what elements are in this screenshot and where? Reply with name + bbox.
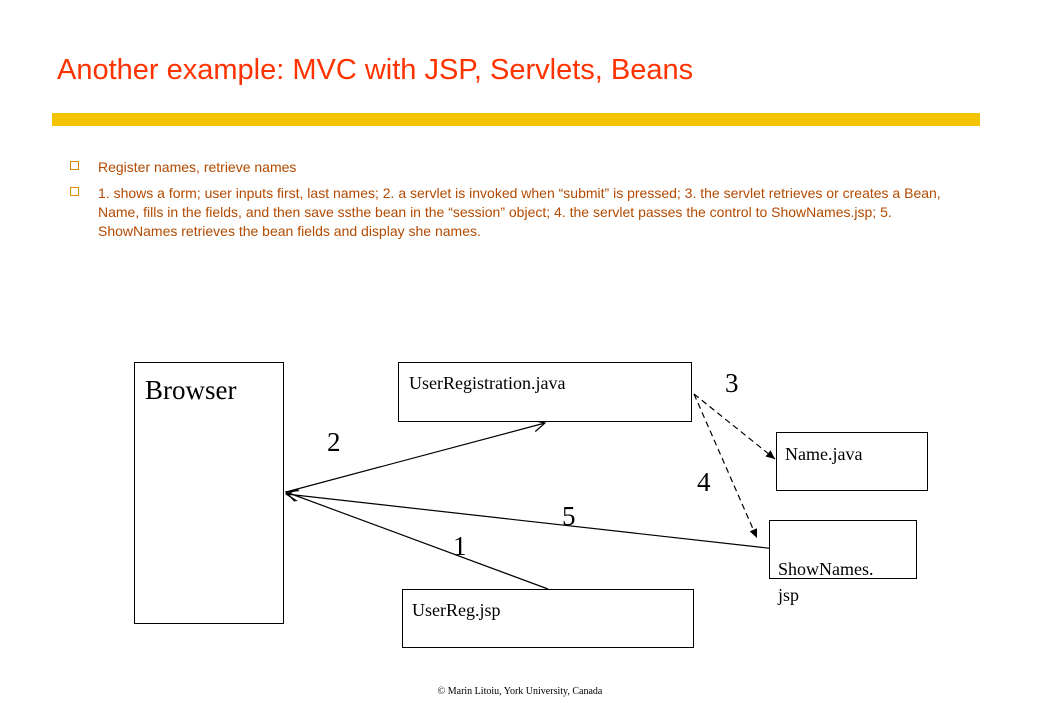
bullet-item: Register names, retrieve names bbox=[70, 158, 970, 177]
form-label: UserReg.jsp bbox=[412, 600, 501, 620]
step-label-3: 3 bbox=[725, 368, 739, 398]
shownames-box: ShowNames. jsp bbox=[769, 520, 917, 605]
arrow-form-to-browser bbox=[286, 492, 549, 590]
step-label-4: 4 bbox=[697, 467, 711, 497]
step-label-5: 5 bbox=[562, 501, 576, 531]
slide-title: Another example: MVC with JSP, Servlets,… bbox=[57, 54, 694, 86]
arrow-servlet-to-bean bbox=[693, 393, 776, 460]
form-box: UserReg.jsp bbox=[402, 589, 694, 648]
square-bullet-icon bbox=[70, 187, 79, 196]
bean-box: Name.java bbox=[776, 432, 928, 491]
browser-label: Browser bbox=[145, 375, 237, 405]
servlet-box: UserRegistration.java bbox=[398, 362, 692, 422]
bean-label: Name.java bbox=[785, 444, 863, 464]
bullet-text: Register names, retrieve names bbox=[98, 159, 297, 175]
title-underline-bar bbox=[52, 113, 980, 126]
bullet-list: Register names, retrieve names 1. shows … bbox=[70, 158, 970, 248]
square-bullet-icon bbox=[70, 161, 79, 170]
arrow-browser-to-servlet bbox=[285, 423, 545, 493]
step-label-2: 2 bbox=[327, 427, 341, 457]
step-label-1: 1 bbox=[453, 531, 467, 561]
shownames-label: ShowNames. jsp bbox=[778, 559, 874, 605]
browser-box: Browser bbox=[134, 362, 284, 624]
servlet-label: UserRegistration.java bbox=[409, 373, 566, 393]
copyright-footer: © Marin Litoiu, York University, Canada bbox=[437, 686, 603, 697]
bullet-text: 1. shows a form; user inputs first, last… bbox=[98, 185, 941, 239]
bullet-item: 1. shows a form; user inputs first, last… bbox=[70, 184, 970, 241]
arrow-shownames-to-browser bbox=[286, 494, 777, 550]
arrow-servlet-to-shownames bbox=[693, 393, 758, 539]
